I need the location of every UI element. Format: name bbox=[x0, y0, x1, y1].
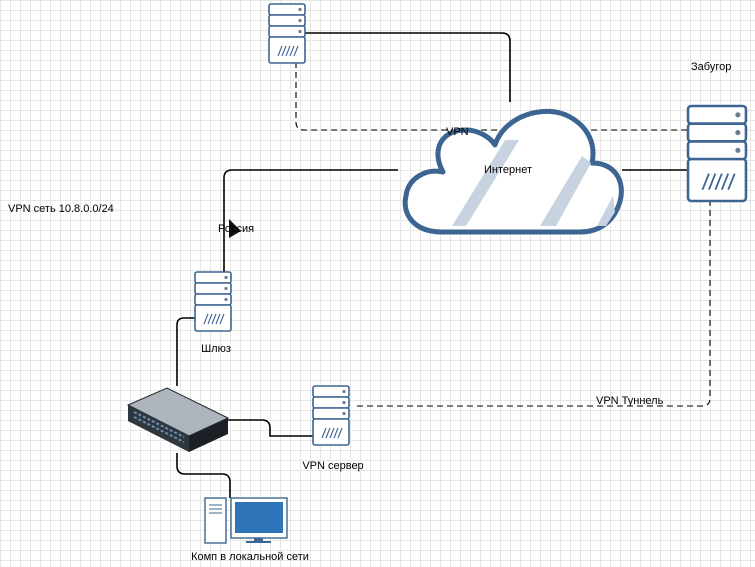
desktop-computer-icon bbox=[204, 497, 288, 544]
line-top-server-to-cloud bbox=[305, 32, 511, 102]
gateway-label: Шлюз bbox=[201, 343, 231, 355]
server-icon-vpn-server bbox=[312, 385, 350, 446]
local-pc-label: Комп в локальной сети bbox=[191, 551, 309, 563]
line-cloud-to-gateway bbox=[223, 169, 398, 272]
vpn-network-label: VPN сеть 10.8.0.0/24 bbox=[8, 203, 114, 215]
vpn-server-label: VPN сервер bbox=[302, 460, 363, 472]
dashed-vpn-tunnel bbox=[357, 202, 711, 407]
internet-label: Интернет bbox=[484, 164, 532, 176]
network-switch-icon bbox=[126, 387, 230, 452]
line-switch-to-computer bbox=[176, 453, 231, 498]
direction-arrow-icon bbox=[229, 219, 241, 238]
line-switch-to-vpn-server bbox=[228, 419, 313, 437]
server-icon-gateway bbox=[194, 271, 232, 332]
line-gateway-to-switch bbox=[176, 317, 195, 386]
vpn-tunnel-label: VPN Туннель bbox=[596, 395, 664, 407]
server-icon-top bbox=[268, 3, 306, 64]
cloud-icon bbox=[402, 108, 624, 235]
server-icon-abroad bbox=[686, 104, 748, 203]
vpn-label: VPN bbox=[446, 126, 469, 138]
russia-label: Россия bbox=[218, 223, 254, 235]
dashed-vpn-link-top bbox=[295, 62, 690, 131]
abroad-label: Забугор bbox=[691, 61, 731, 73]
